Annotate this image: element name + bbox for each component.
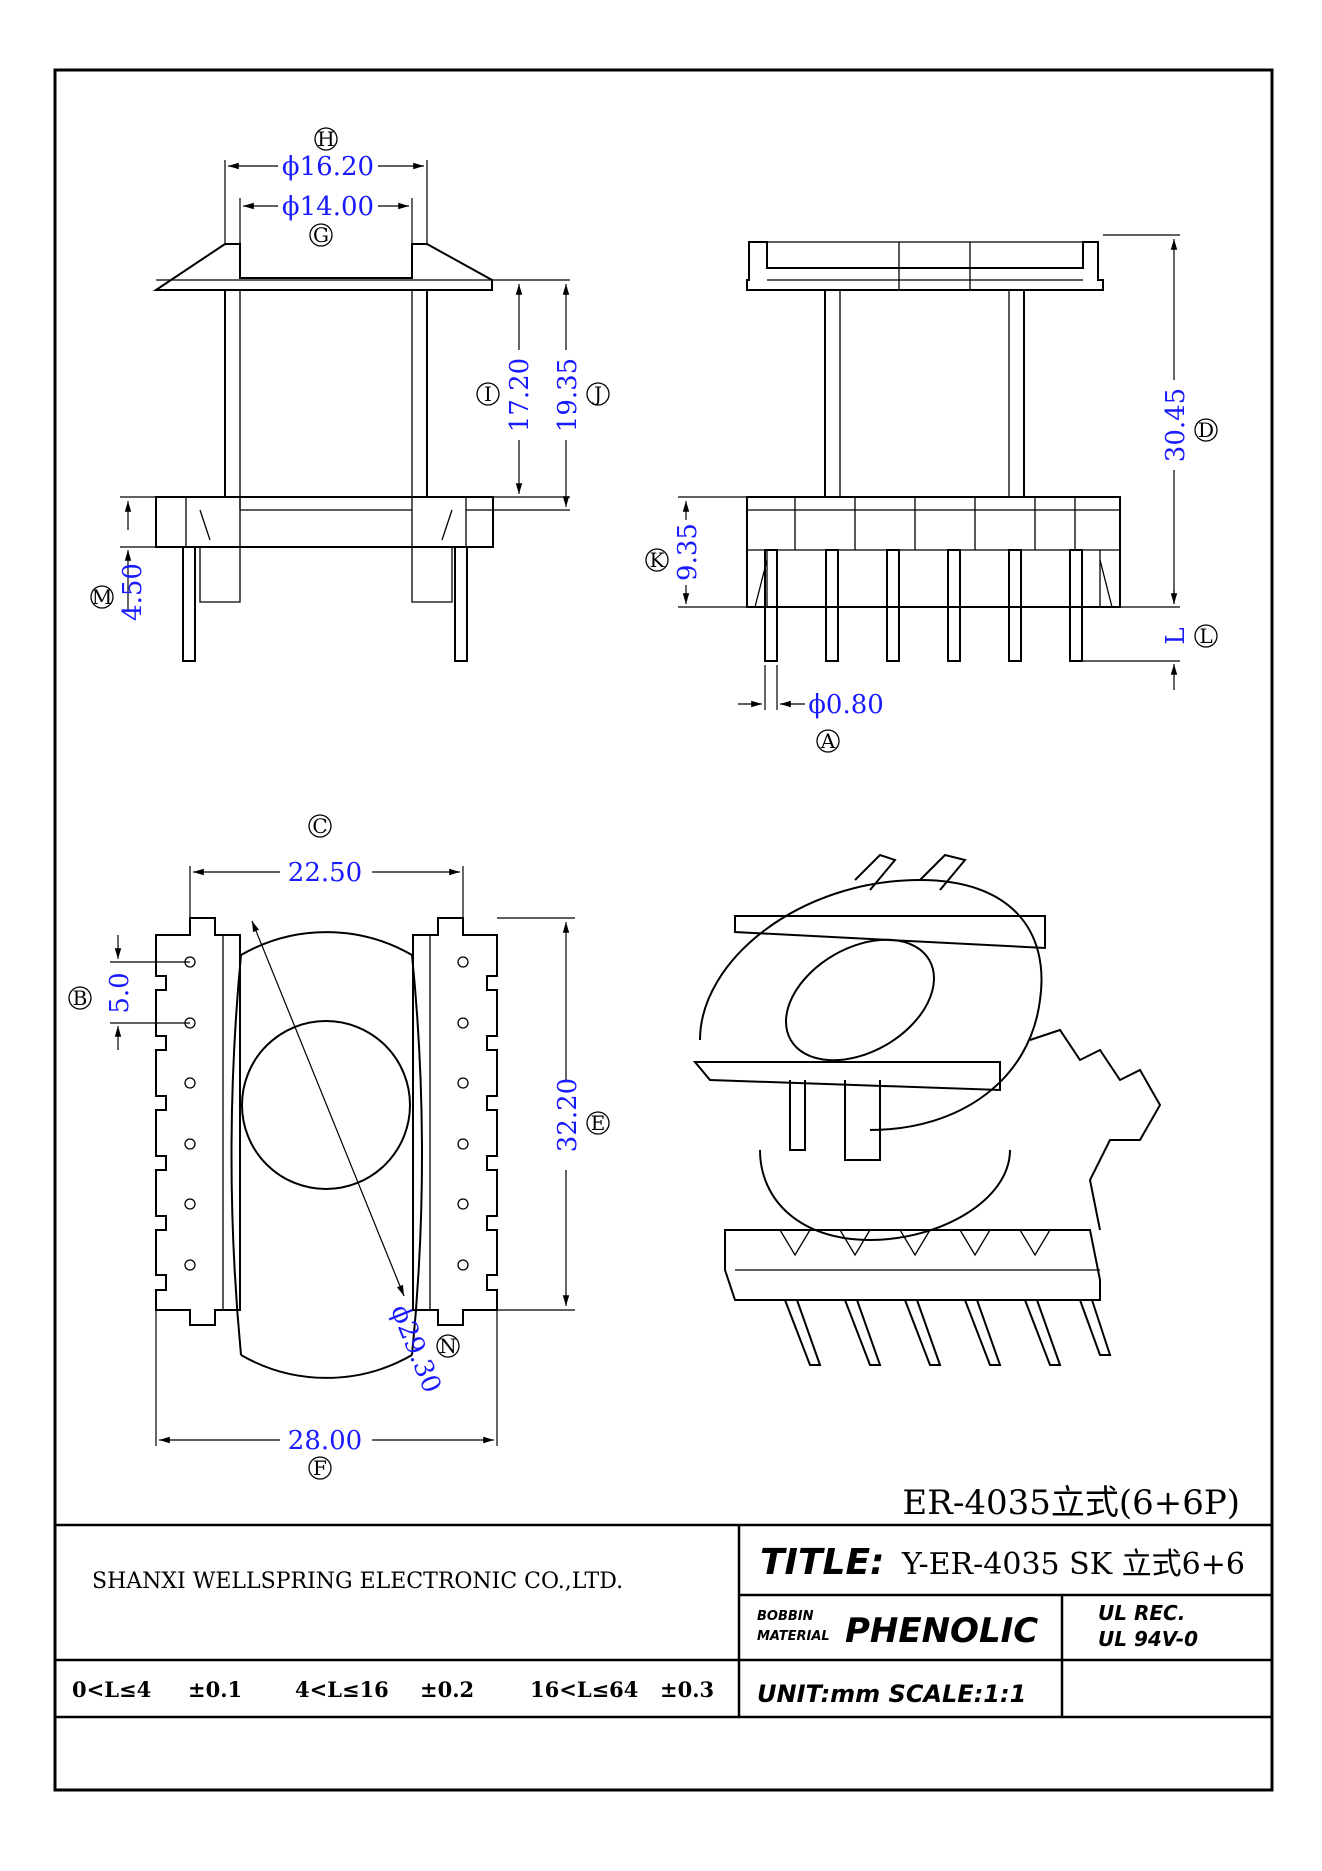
tol-value-2: ±0.2: [420, 1677, 474, 1702]
material-value: PHENOLIC: [845, 1611, 1038, 1651]
tol-range-1: 0<L≤4: [72, 1677, 151, 1702]
bobbin-label: BOBBIN: [757, 1609, 814, 1624]
title-label: TITLE:: [760, 1542, 884, 1583]
dim-m: 4.50: [118, 563, 148, 621]
label-a: A: [820, 729, 836, 753]
label-k: K: [650, 548, 666, 572]
side-view: [678, 234, 1180, 710]
label-b: B: [73, 986, 88, 1010]
tol-range-2: 4<L≤16: [295, 1677, 389, 1702]
dim-c: 22.50: [288, 858, 362, 888]
dim-k: 9.35: [673, 523, 703, 581]
label-l: L: [1199, 624, 1212, 648]
bottom-view: [110, 866, 575, 1446]
dim-i: 17.20: [505, 358, 535, 432]
dim-j: 19.35: [553, 358, 583, 432]
drawing-border: [53, 68, 1274, 1792]
unit-scale: UNIT:mm SCALE:1:1: [757, 1680, 1026, 1708]
company-name: SHANXI WELLSPRING ELECTRONIC CO.,LTD.: [92, 1569, 623, 1594]
part-caption: ER-4035立式(6+6P): [902, 1483, 1240, 1523]
isometric-view: [692, 853, 1162, 1366]
label-m: M: [92, 585, 112, 609]
ul-rec: UL REC.: [1098, 1601, 1185, 1625]
dim-g: ϕ14.00: [282, 192, 374, 222]
tol-value-1: ±0.1: [188, 1677, 242, 1702]
tol-range-3: 16<L≤64: [530, 1677, 638, 1702]
label-i: I: [484, 382, 492, 406]
label-h: H: [317, 127, 334, 151]
dim-d: 30.45: [1161, 388, 1191, 462]
dim-f: 28.00: [288, 1426, 362, 1456]
title-value: Y-ER-4035 SK 立式6+6: [901, 1547, 1245, 1582]
label-j: J: [592, 382, 602, 406]
label-f: F: [313, 1456, 327, 1480]
dim-b: 5.0: [105, 972, 135, 1013]
dim-h: ϕ16.20: [282, 152, 374, 182]
label-g: G: [313, 223, 329, 247]
dim-e: 32.20: [553, 1078, 583, 1152]
title-block: [55, 1523, 1272, 1719]
dim-l: L: [1161, 627, 1191, 644]
material-label: MATERIAL: [757, 1629, 830, 1644]
label-e: E: [591, 1111, 606, 1135]
front-view: [120, 160, 570, 662]
dim-a: ϕ0.80: [808, 690, 884, 720]
label-c: C: [312, 814, 327, 838]
tol-value-3: ±0.3: [660, 1677, 714, 1702]
ul-grade: UL 94V-0: [1098, 1627, 1198, 1651]
label-d: D: [1198, 418, 1214, 442]
label-n: N: [439, 1334, 457, 1358]
